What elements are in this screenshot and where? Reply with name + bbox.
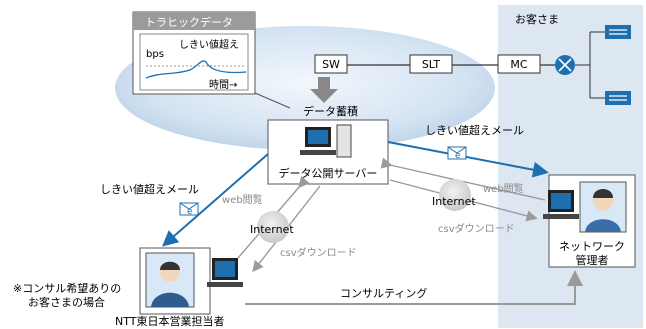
internet-label-right: Internet [432,195,476,208]
web-label-left: web閲覧 [222,194,263,206]
switch-icon [605,25,631,39]
admin-label-1: ネットワーク [559,240,625,253]
panel-pointer [254,92,291,109]
internet-globe-right-icon [439,179,471,211]
mail-arrow-left [161,153,269,247]
server-computer-icon [300,124,352,158]
ntt-person-icon [145,252,195,308]
accumulate-arrow [310,77,338,103]
mail-envelope-icon: e [179,202,199,217]
svg-text:e: e [187,207,193,217]
internet-label-left: Internet [250,223,294,236]
traffic-y-label: bps [146,49,164,60]
router-icon [555,55,575,75]
admin-person-icon [579,181,627,233]
ntt-note-1: ※コンサル希望ありの [13,281,121,295]
ntt-note-2: お客さまの場合 [28,295,105,309]
traffic-panel-title: トラヒックデータ [145,15,233,29]
slt-label: SLT [422,58,441,71]
traffic-x-label: 時間→ [209,79,237,91]
customer-area-label: お客さま [515,12,559,26]
admin-label-2: 管理者 [576,253,609,267]
consulting-label: コンサルティング [340,286,427,300]
sw-box [314,54,348,74]
switch-icon [605,91,631,105]
ntt-computer-icon [207,258,243,287]
csv-label-left: csvダウンロード [280,246,357,259]
mail-label-right: しきい値超えメール [425,123,524,137]
accumulate-label: データ蓄積 [303,104,358,118]
slt-box [409,54,453,74]
server-name: データ公開サーバー [279,166,378,180]
consulting-arrow [245,270,583,305]
web-arrow-right [380,157,546,201]
internet-globe-left-icon [257,211,289,243]
web-label-right: web閲覧 [483,183,524,195]
traffic-panel: トラヒックデータ bps しきい値超え 時間→ [132,11,256,95]
admin-computer-icon [543,190,579,219]
mc-box [497,54,541,74]
mail-envelope-icon: e [447,146,467,161]
svg-text:e: e [455,151,461,161]
traffic-curve [145,60,247,79]
traffic-threshold-label: しきい値超え [179,38,239,51]
csv-label-right: csvダウンロード [438,222,515,235]
mail-label-left: しきい値超えメール [100,182,199,196]
ntt-label: NTT東日本営業担当者 [115,314,224,328]
mc-label: MC [510,58,527,71]
sw-label: SW [322,58,340,71]
